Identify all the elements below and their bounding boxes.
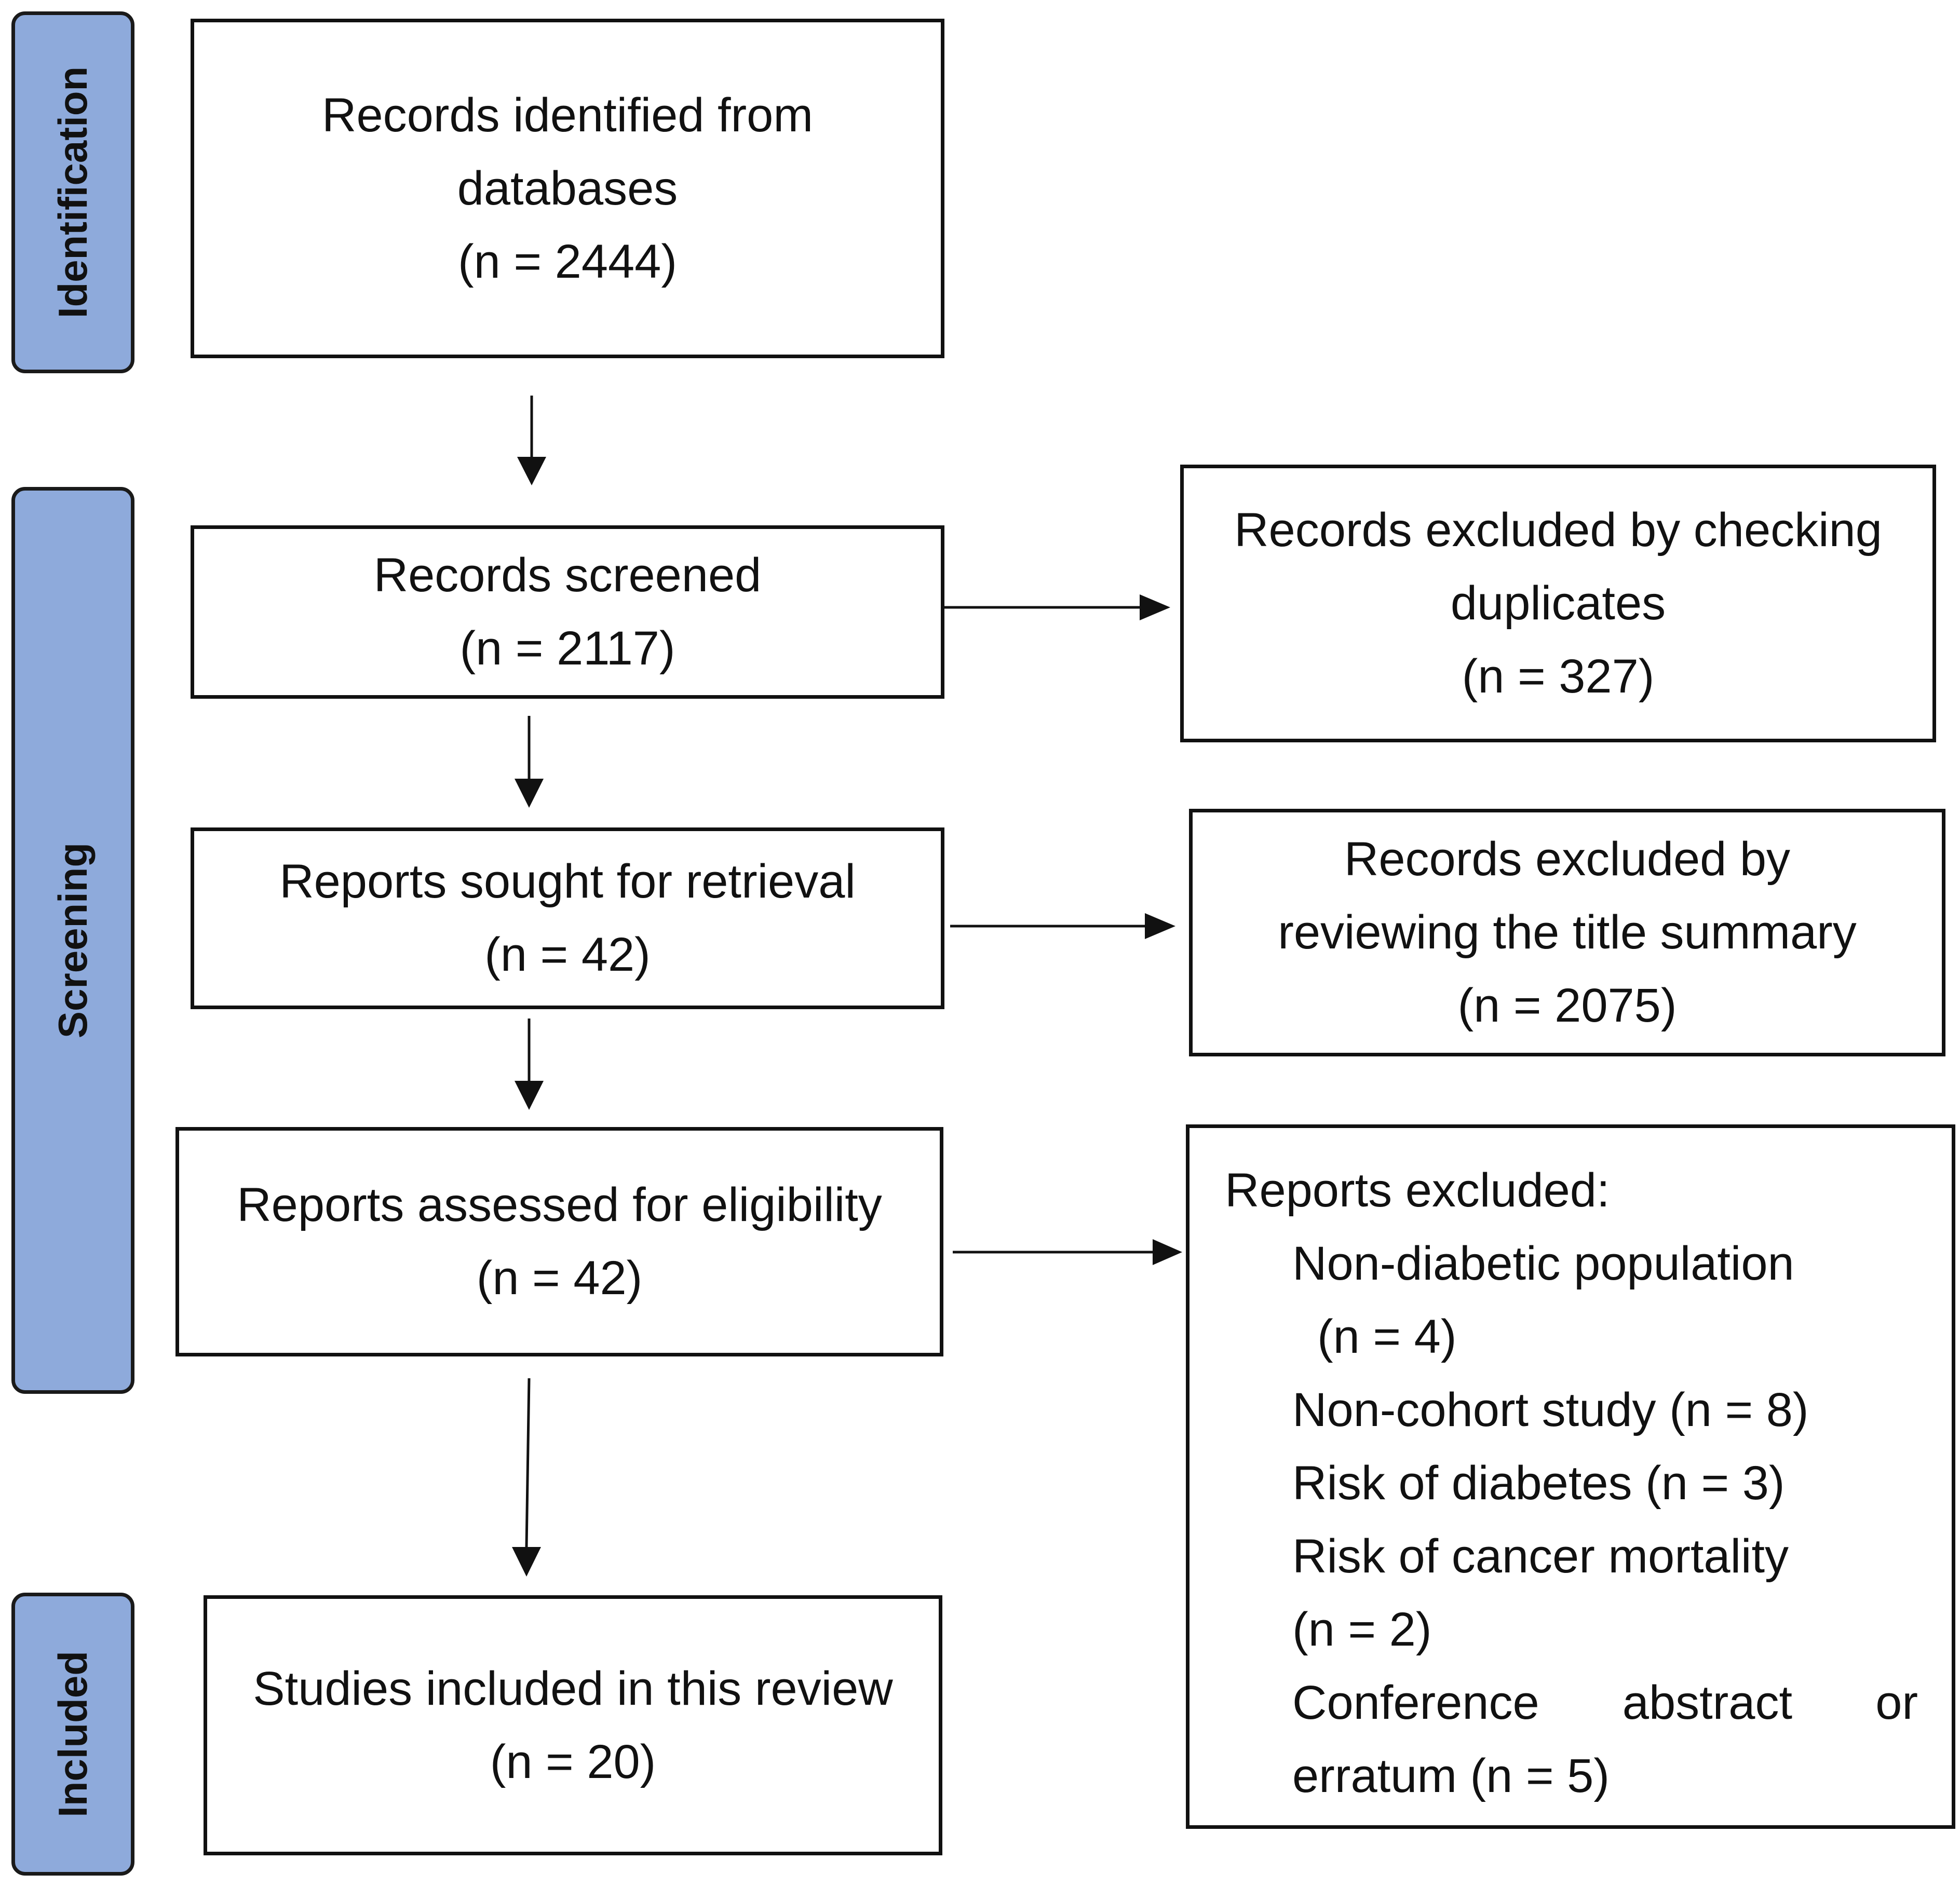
arrow-assessed-to-included-line xyxy=(525,1378,531,1547)
arrowhead-down-icon xyxy=(515,779,544,808)
reports-assessed-box: Reports assessed for eligibility (n = 42… xyxy=(175,1127,943,1356)
reports-excluded-word: Conference xyxy=(1292,1676,1539,1729)
reports-excluded-item-count: (n = 4) xyxy=(1317,1310,1457,1363)
reports-excluded-title: Reports excluded: xyxy=(1225,1164,1610,1217)
phase-included-label: Included xyxy=(50,1651,96,1817)
arrowhead-down-icon xyxy=(512,1547,541,1577)
phase-included: Included xyxy=(11,1593,134,1876)
records-identified-box: Records identified from databases (n = 2… xyxy=(191,19,944,358)
arrowhead-right-icon xyxy=(1153,1239,1182,1265)
reports-excluded-item-text: Risk of cancer mortality xyxy=(1292,1530,1789,1583)
excluded-title-summary-count: (n = 2075) xyxy=(1457,979,1677,1032)
phase-identification: Identification xyxy=(11,11,134,373)
reports-excluded-item: Non-cohort study (n = 8) xyxy=(1292,1374,1918,1447)
studies-included-count: (n = 20) xyxy=(490,1735,656,1788)
records-identified-text-1: Records identified from xyxy=(322,88,813,142)
excluded-duplicates-box: Records excluded by checking duplicates … xyxy=(1180,465,1936,742)
records-identified-text-2: databases xyxy=(457,161,678,215)
reports-sought-text: Reports sought for retrieval xyxy=(279,855,856,908)
reports-excluded-item: Risk of cancer mortality (n = 2) xyxy=(1292,1520,1918,1666)
records-identified-count: (n = 2444) xyxy=(458,235,677,288)
reports-excluded-item-count: erratum (n = 5) xyxy=(1292,1749,1610,1802)
arrowhead-right-icon xyxy=(1140,594,1170,620)
records-screened-text: Records screened xyxy=(373,549,762,602)
reports-excluded-item: Non-diabetic population (n = 4) xyxy=(1292,1227,1918,1374)
reports-excluded-item-count: (n = 2) xyxy=(1292,1603,1432,1656)
reports-assessed-text: Reports assessed for eligibility xyxy=(237,1178,882,1231)
arrowhead-down-icon xyxy=(517,457,546,485)
reports-sought-box: Reports sought for retrieval (n = 42) xyxy=(191,827,944,1009)
reports-excluded-list: Non-diabetic population (n = 4) Non-coho… xyxy=(1189,1227,1918,1813)
reports-excluded-item-text: Conference abstract or xyxy=(1292,1666,1918,1740)
reports-excluded-item-text: Risk of diabetes (n = 3) xyxy=(1292,1457,1785,1510)
reports-excluded-item: Risk of diabetes (n = 3) xyxy=(1292,1447,1918,1520)
reports-excluded-item-text: Non-cohort study (n = 8) xyxy=(1292,1383,1809,1436)
reports-excluded-item-text: Non-diabetic population xyxy=(1292,1237,1794,1290)
excluded-title-summary-box: Records excluded by reviewing the title … xyxy=(1189,809,1945,1056)
reports-excluded-word: abstract xyxy=(1622,1676,1793,1729)
reports-sought-count: (n = 42) xyxy=(484,928,651,981)
phase-screening-label: Screening xyxy=(50,842,96,1039)
arrowhead-right-icon xyxy=(1145,913,1175,939)
phase-screening: Screening xyxy=(11,487,134,1394)
studies-included-box: Studies included in this review (n = 20) xyxy=(204,1595,942,1855)
studies-included-text: Studies included in this review xyxy=(253,1662,893,1715)
reports-excluded-word: or xyxy=(1875,1676,1918,1729)
arrowhead-down-icon xyxy=(515,1081,544,1110)
reports-excluded-item: Conference abstract or erratum (n = 5) xyxy=(1292,1666,1918,1813)
excluded-duplicates-text-2: duplicates xyxy=(1450,577,1666,630)
phase-identification-label: Identification xyxy=(50,66,96,319)
records-screened-box: Records screened (n = 2117) xyxy=(191,525,944,699)
excluded-duplicates-text-1: Records excluded by checking xyxy=(1234,504,1882,556)
excluded-title-summary-text-1: Records excluded by xyxy=(1344,833,1791,886)
excluded-title-summary-text-2: reviewing the title summary xyxy=(1278,906,1857,959)
reports-assessed-count: (n = 42) xyxy=(476,1252,643,1305)
records-screened-count: (n = 2117) xyxy=(459,622,675,675)
reports-excluded-box: Reports excluded: Non-diabetic populatio… xyxy=(1186,1124,1955,1829)
excluded-duplicates-count: (n = 327) xyxy=(1462,650,1655,703)
